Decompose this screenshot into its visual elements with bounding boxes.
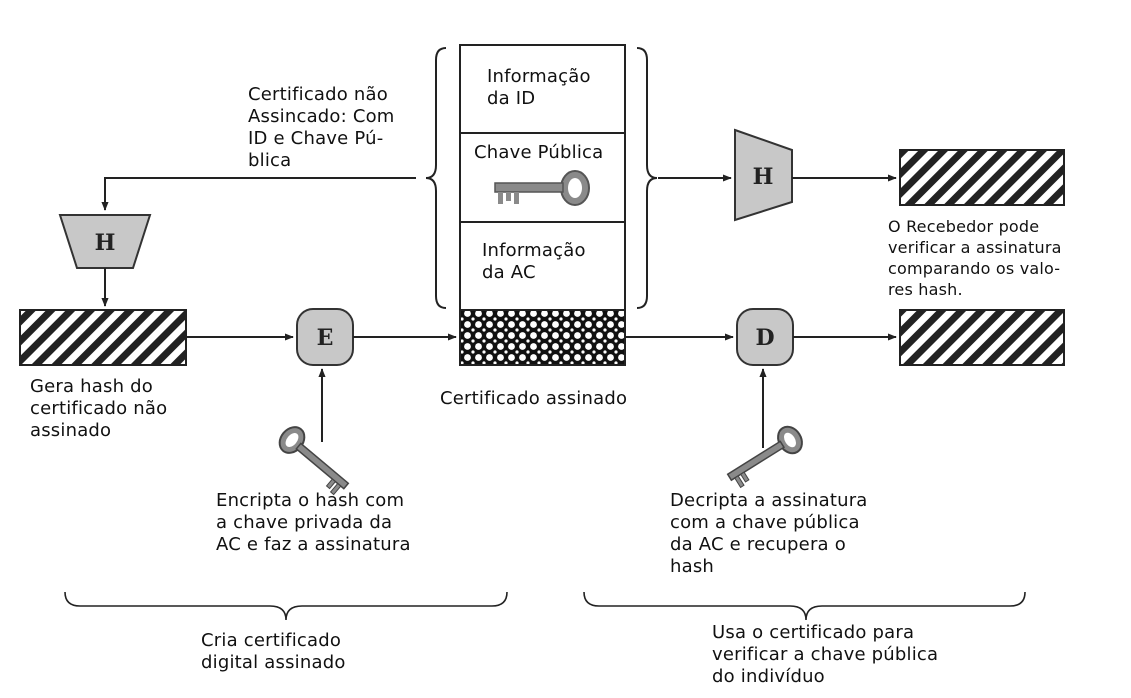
- certificate-box: [459, 44, 626, 366]
- verify-group-brace: [583, 591, 1026, 621]
- hash-function-right: [734, 128, 793, 222]
- create-group-brace: [64, 591, 508, 621]
- hash-value-block-left: [19, 309, 187, 366]
- create-group-label: Cria certificado digital assinado: [201, 630, 346, 673]
- public-key-icon: [494, 170, 590, 206]
- signed-certificate-label: Certificado assinado: [440, 388, 628, 409]
- certificate-public-key-label: Chave Pública: [474, 142, 604, 163]
- certificate-id-info: Informação da ID: [487, 66, 591, 109]
- verify-group-label: Usa o certificado para verificar a chave…: [712, 622, 939, 687]
- encrypt-letter: E: [317, 325, 334, 351]
- ca-public-key-icon: [726, 425, 803, 489]
- receiver-description: O Recebedor pode verificar a assinatura …: [888, 217, 1062, 299]
- left-brace: [425, 47, 447, 309]
- unsigned-certificate-label: Certificado não Assincado: Com ID e Chav…: [248, 84, 395, 171]
- hash-value-block-top-right: [899, 149, 1065, 206]
- hash-function-left: [58, 214, 152, 269]
- decrypt-description: Decripta a assinatura com a chave públic…: [670, 490, 868, 577]
- certificate-ca-info: Informação da AC: [482, 240, 586, 283]
- generate-hash-label: Gera hash do certificado não assinado: [30, 376, 168, 441]
- decrypt-letter: D: [755, 325, 774, 351]
- hash-value-block-bottom-right: [899, 309, 1065, 366]
- unsigned-cert-arrow: [101, 177, 416, 211]
- hash-right-letter: H: [753, 164, 774, 190]
- encrypt-description: Encripta o hash com a chave privada da A…: [216, 490, 411, 555]
- private-key-icon: [278, 426, 350, 496]
- hash-left-letter: H: [95, 230, 116, 256]
- right-brace: [636, 47, 658, 309]
- signature-block: [461, 311, 624, 364]
